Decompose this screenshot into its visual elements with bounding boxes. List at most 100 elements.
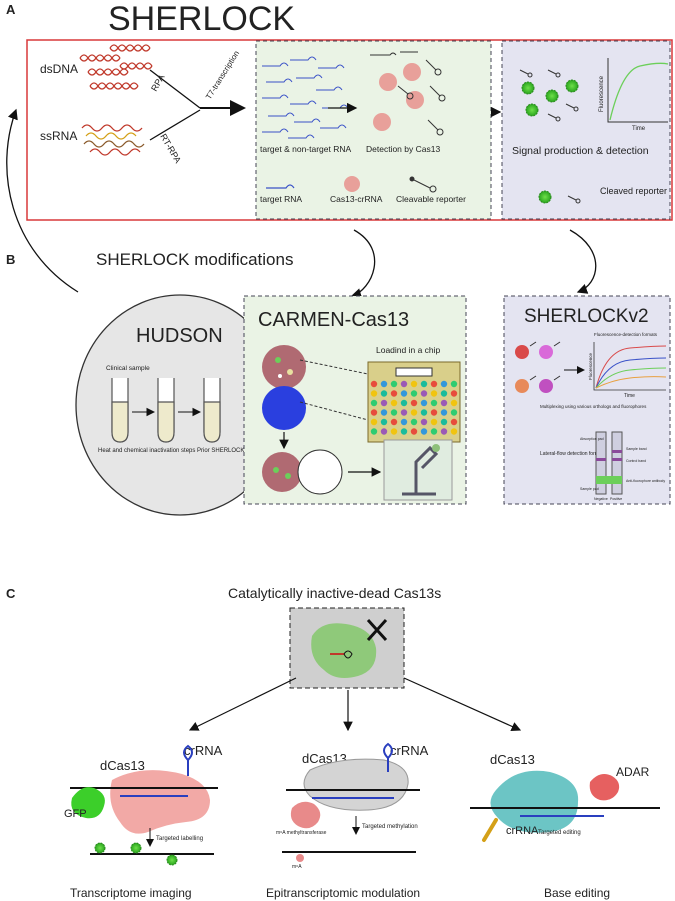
gfp-label: GFP <box>64 808 87 820</box>
microwell-dot <box>380 428 388 435</box>
microwell-dot <box>390 380 398 388</box>
chip-load-lines <box>299 359 369 421</box>
microwell-dot <box>400 380 408 388</box>
test-tube-icon <box>111 378 221 443</box>
arrow-to-base <box>403 677 522 731</box>
base-dcas13-label: dCas13 <box>490 752 535 767</box>
microwell-dot <box>420 390 428 397</box>
cleavable-reporter-icon <box>409 176 437 193</box>
hudson-return-arrow <box>6 108 79 293</box>
ssrna-strand-icon <box>81 124 145 156</box>
microwell-dot <box>370 399 378 407</box>
microwell-dot <box>430 409 438 416</box>
cleaved-reporter-label: Cleaved reporter <box>600 186 667 196</box>
v2-sample-pad-label: Sample pad <box>580 487 599 491</box>
v2-positive-label: Positive <box>610 497 622 501</box>
microwell-dot <box>450 418 458 426</box>
signal-box <box>501 40 671 220</box>
plot-ylabel: Fluorescence <box>599 75 605 112</box>
microwell-dot <box>440 390 448 397</box>
arrow-to-imaging <box>188 677 297 731</box>
ssrna-label: ssRNA <box>40 129 77 143</box>
dsdna-label: dsDNA <box>40 62 78 76</box>
cleaved-fragments-icon <box>519 69 579 122</box>
panel-c-letter: C <box>6 586 16 601</box>
v2-negative-label: Negative <box>594 497 608 501</box>
microwell-dot <box>400 409 408 416</box>
base-step-label: Targeted editing <box>538 830 581 836</box>
microwell-dot <box>410 380 418 388</box>
microwell-dot <box>380 399 388 407</box>
microwell-dot <box>400 428 408 435</box>
panel-b-letter: B <box>6 252 15 267</box>
v2-antifluor-label: Anti-fluorophore antibody <box>626 479 665 483</box>
cleaved-reporter-icon <box>538 190 552 204</box>
panel-c-title: Catalytically inactive-dead Cas13s <box>228 585 441 601</box>
microwell-dot <box>430 390 438 397</box>
microwell-dot <box>430 418 438 426</box>
rpa-label: RPA <box>149 73 167 93</box>
imaging-crrna-label: crRNA <box>184 743 223 758</box>
lateral-flow-strip-icon <box>595 431 623 495</box>
color-code-droplet-icon <box>262 386 306 430</box>
epi-crrna-label: crRNA <box>390 743 429 758</box>
microwell-dot <box>410 390 418 397</box>
microwell-dot <box>420 399 428 407</box>
v2-box <box>503 295 671 505</box>
to-carmen-arrow <box>350 229 376 299</box>
v2-time-label: Time <box>624 393 635 399</box>
adar-icon <box>589 774 620 801</box>
base-dcas13-icon <box>490 770 579 833</box>
microwell-dot <box>440 418 448 426</box>
microwell-dot <box>420 409 428 416</box>
microwell-dot <box>450 390 458 397</box>
microwell-dot <box>440 380 448 388</box>
t7-label: T7-transcription <box>204 49 241 101</box>
microwell-dot <box>440 399 448 407</box>
microwell-dot <box>380 409 388 416</box>
detection-box <box>255 40 492 220</box>
microwell-chip-icon <box>367 361 461 443</box>
microwell-dot <box>400 399 408 407</box>
base-crrna-icon <box>482 818 498 842</box>
microwell-dot <box>410 409 418 416</box>
microwell-dot <box>440 428 448 435</box>
empty-droplet-icon <box>297 449 343 495</box>
microwell-dot <box>370 428 378 435</box>
v2-sample-band-label: Sample band <box>626 447 647 451</box>
sample-droplet-icon <box>262 345 306 389</box>
microwell-dot <box>370 380 378 388</box>
carmen-chip-label: Loadind in a chip <box>376 345 441 355</box>
gfp-icon <box>71 787 105 819</box>
microwell-dot <box>380 418 388 426</box>
rpa-arrow <box>149 69 201 109</box>
carmen-title: CARMEN-Cas13 <box>258 309 409 331</box>
microwell-dot <box>410 399 418 407</box>
plot-xlabel: Time <box>632 126 646 132</box>
microwell-dot <box>430 428 438 435</box>
v2-control-band-label: Control band <box>626 459 646 463</box>
inactive-cross-icon <box>366 618 388 642</box>
microwell-dot <box>450 380 458 388</box>
signal-label: Signal production & detection <box>512 145 649 157</box>
methyltransferase-icon <box>290 801 321 829</box>
microwell-dot <box>420 380 428 388</box>
v2-absorption-label: Absorption pad <box>580 437 604 441</box>
imaging-dcas13-label: dCas13 <box>100 758 145 773</box>
ortholog-complex-icon <box>515 341 561 393</box>
cas13-crrna-icon <box>344 176 360 192</box>
glowing-fluorophore-icon <box>521 79 579 117</box>
microwell-dot <box>390 409 398 416</box>
target-rna-icon <box>266 184 295 189</box>
epi-mark-label: m⁶A <box>292 864 302 870</box>
target-nontarget-label: target & non-target RNA <box>260 144 352 154</box>
panel-a-title: SHERLOCK <box>108 0 295 38</box>
fluorescence-plot: Fluorescence Time <box>599 58 669 132</box>
multi-fluor-plot: Fluorescence Time <box>588 342 667 399</box>
microwell-dot <box>390 418 398 426</box>
imaging-dcas13-icon <box>110 770 210 834</box>
imaging-step-label: Targeted labelling <box>156 836 203 842</box>
epi-step-label: Targeted methylation <box>362 824 418 830</box>
v2-multiplex-label: Multiplexing using various orthologs and… <box>540 404 647 409</box>
microwell-dot <box>420 418 428 426</box>
